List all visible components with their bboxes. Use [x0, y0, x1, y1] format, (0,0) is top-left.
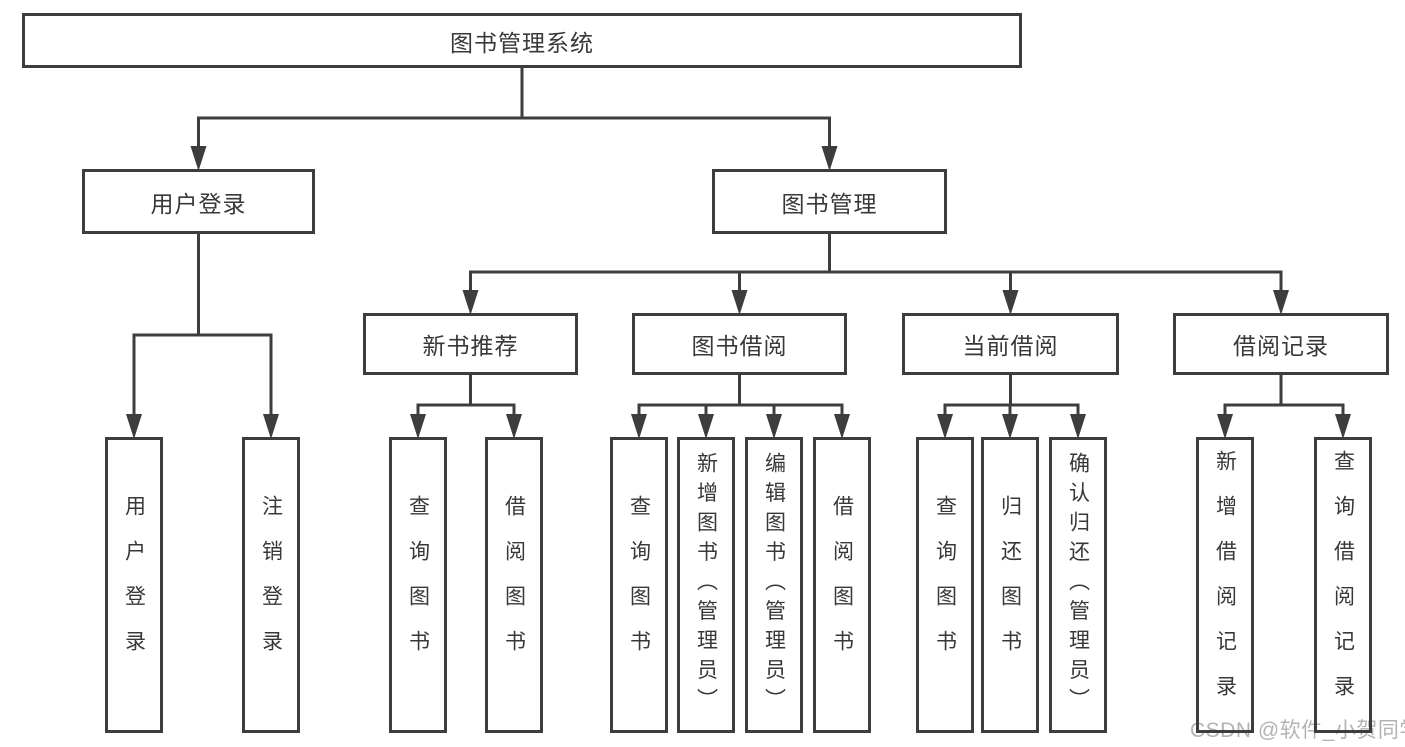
node-label: 查询图书 — [406, 495, 430, 675]
connector-arrowhead — [190, 146, 207, 171]
connector-arrowhead — [698, 414, 714, 439]
node-label: 新增图书（管理员） — [694, 452, 718, 718]
node-cur-return: 归还图书 — [981, 437, 1039, 733]
connector-arrowhead — [410, 414, 426, 439]
node-bw-query: 查询图书 — [610, 437, 668, 733]
connector-arrowhead — [506, 414, 522, 439]
node-bw-borrow: 借阅图书 — [813, 437, 871, 733]
node-label: 新增借阅记录 — [1213, 450, 1237, 720]
node-nb-borrow: 借阅图书 — [485, 437, 543, 733]
node-label: 归还图书 — [998, 495, 1022, 675]
connector-arrowhead — [1217, 414, 1233, 439]
node-label: 当前借阅 — [962, 333, 1059, 359]
node-bw-edit: 编辑图书（管理员） — [745, 437, 803, 733]
connector-arrowhead — [766, 414, 782, 439]
node-user-login: 用户登录 — [105, 437, 163, 733]
node-logout: 注销登录 — [242, 437, 300, 733]
connector-arrowhead — [1070, 414, 1086, 439]
connector-arrowhead — [731, 290, 748, 315]
node-cur-confirm: 确认归还（管理员） — [1049, 437, 1107, 733]
node-newbook: 新书推荐 — [363, 313, 578, 375]
node-records: 借阅记录 — [1173, 313, 1389, 375]
node-rec-add: 新增借阅记录 — [1196, 437, 1254, 733]
node-bw-add: 新增图书（管理员） — [677, 437, 735, 733]
node-root: 图书管理系统 — [22, 13, 1022, 68]
node-label: 用户登录 — [122, 495, 146, 675]
node-label: 图书管理 — [781, 190, 878, 217]
connector-arrowhead — [1002, 414, 1018, 439]
connector-arrowhead — [631, 414, 647, 439]
node-rec-query: 查询借阅记录 — [1314, 437, 1372, 733]
node-label: 新书推荐 — [422, 333, 519, 359]
node-label: 查询借阅记录 — [1331, 450, 1355, 720]
node-label: 用户登录 — [150, 190, 247, 217]
node-current: 当前借阅 — [902, 313, 1119, 375]
node-label: 借阅图书 — [502, 495, 526, 675]
node-label: 查询图书 — [933, 495, 957, 675]
connector-arrowhead — [462, 290, 479, 315]
connector-arrowhead — [1273, 290, 1289, 315]
connector-arrowhead — [1002, 290, 1019, 315]
node-label: 借阅图书 — [830, 495, 854, 675]
node-label: 图书借阅 — [691, 333, 788, 359]
node-label: 确认归还（管理员） — [1066, 452, 1090, 718]
node-label: 图书管理系统 — [450, 29, 594, 56]
node-borrow: 图书借阅 — [632, 313, 847, 375]
connector-arrowhead — [821, 146, 838, 171]
node-bookmgmt: 图书管理 — [712, 169, 947, 234]
connector-arrowhead — [263, 414, 279, 439]
node-label: 借阅记录 — [1233, 333, 1329, 359]
watermark: CSDN @软件_小贺同学 — [1190, 719, 1405, 742]
node-cur-query: 查询图书 — [916, 437, 974, 733]
connector-arrowhead — [1335, 414, 1351, 439]
node-nb-query: 查询图书 — [389, 437, 447, 733]
connector-arrowhead — [937, 414, 953, 439]
node-label: 查询图书 — [627, 495, 651, 675]
connector-arrowhead — [126, 414, 142, 439]
node-label: 注销登录 — [259, 495, 283, 675]
node-login: 用户登录 — [82, 169, 315, 234]
connector-arrowhead — [834, 414, 850, 439]
node-label: 编辑图书（管理员） — [762, 452, 786, 718]
